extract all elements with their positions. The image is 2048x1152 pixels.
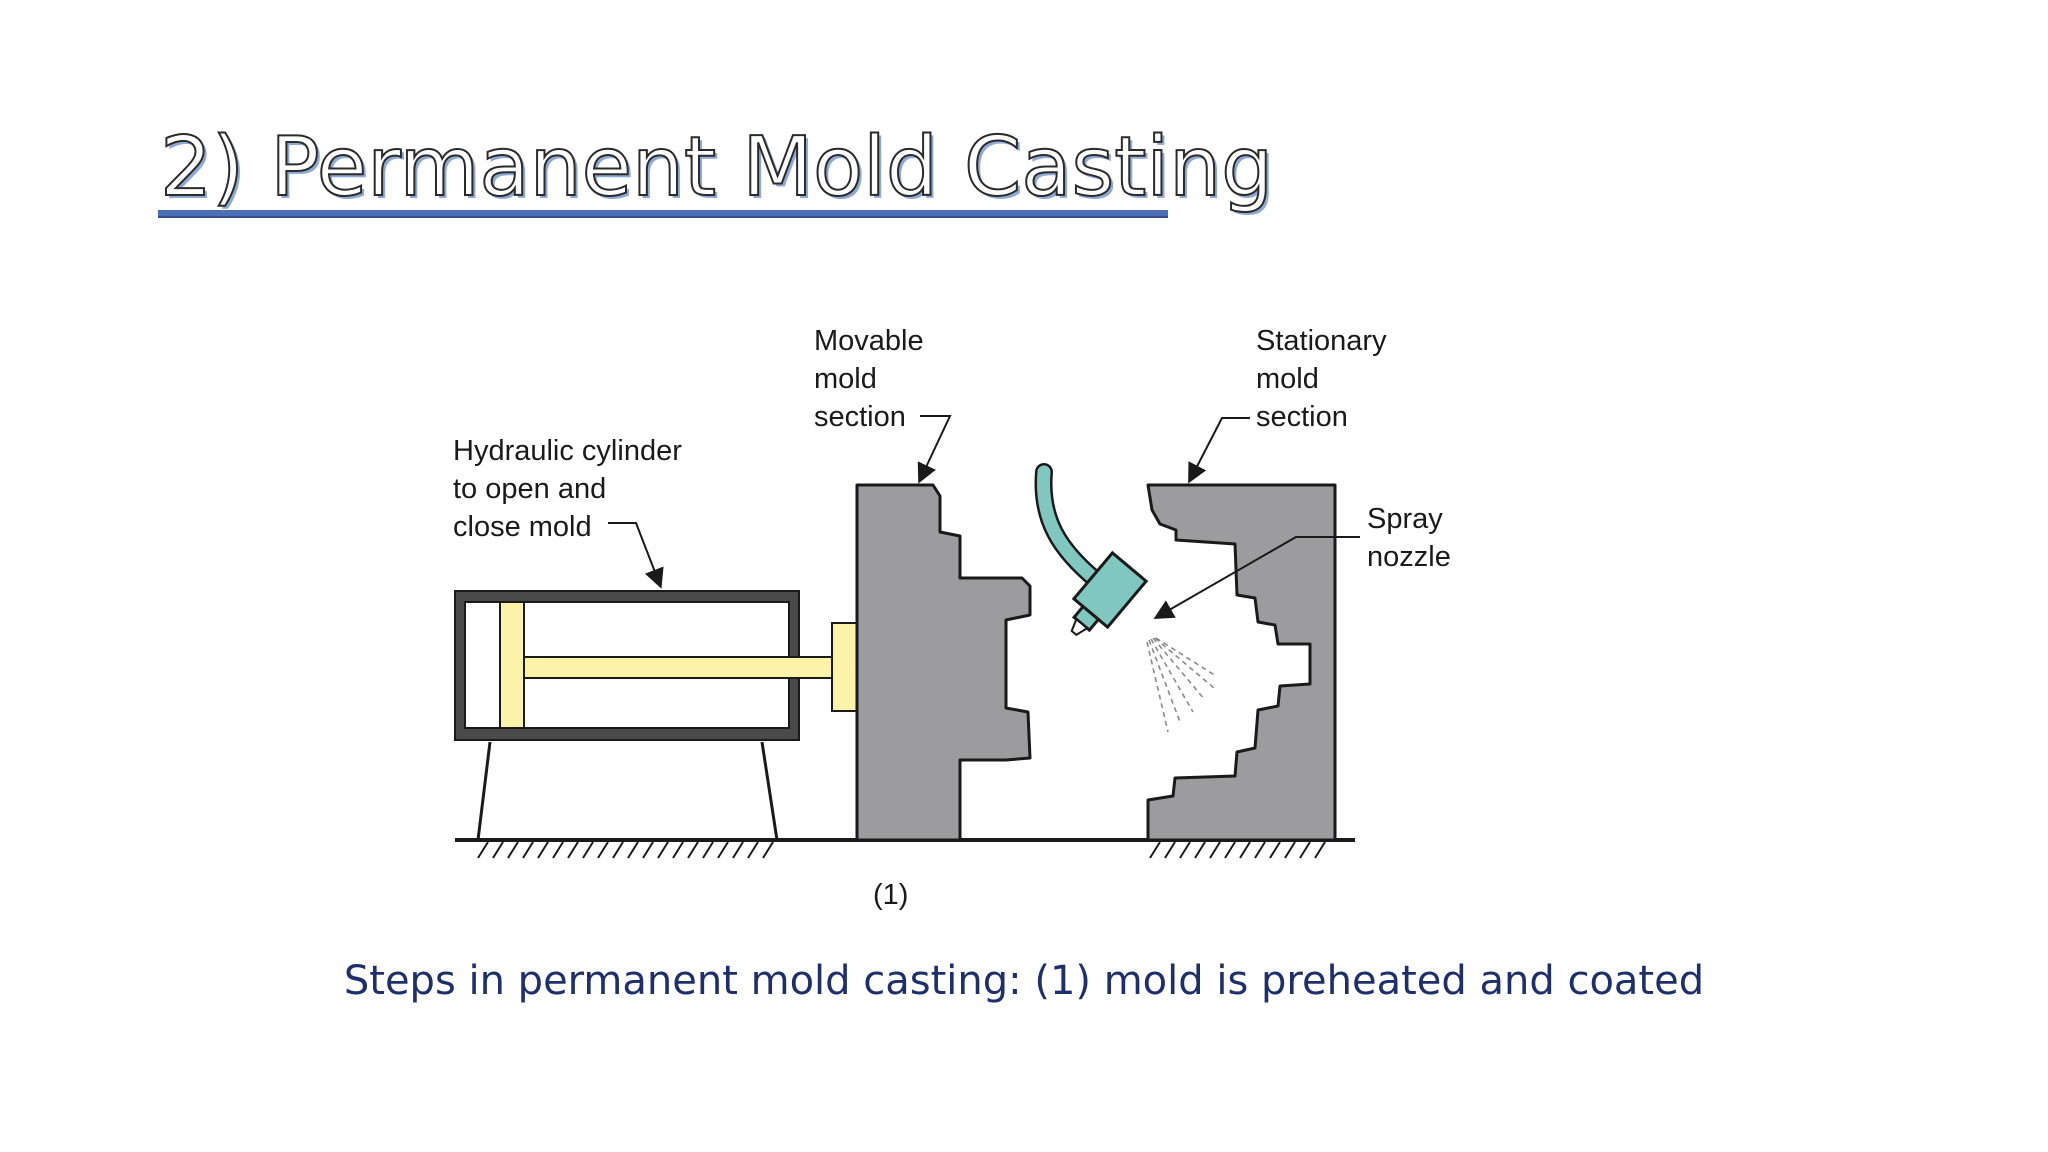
piston (499, 601, 525, 729)
cylinder-leg-right (760, 741, 779, 841)
slide-title: 2) Permanent Mold Casting (159, 119, 1274, 216)
slide-caption: Steps in permanent mold casting: (1) mol… (343, 958, 1705, 1004)
cylinder-leg-left (476, 741, 492, 841)
spray-mist (1146, 637, 1217, 733)
label-hydraulic-cylinder: Hydraulic cylinder to open and close mol… (453, 435, 690, 543)
label-step-1: (1) (873, 879, 908, 911)
leader-movable (917, 415, 952, 484)
leader-hydraulic (608, 522, 664, 589)
leader-stationary (1188, 417, 1250, 484)
ground-hatching-right (1149, 841, 1326, 859)
piston-rod (523, 656, 835, 679)
label-spray-nozzle: Spray nozzle (1367, 503, 1451, 573)
leader-spray (1153, 536, 1360, 619)
label-stationary-mold-section: Stationary mold section (1256, 325, 1395, 433)
spray-nozzle (1070, 550, 1149, 637)
stationary-mold-section (1146, 483, 1337, 842)
ground-hatching-left (477, 841, 774, 859)
rod-flange (831, 622, 858, 712)
title-underline (158, 210, 1168, 218)
movable-mold-section (855, 483, 1032, 842)
label-movable-mold-section: Movable mold section (814, 325, 932, 433)
